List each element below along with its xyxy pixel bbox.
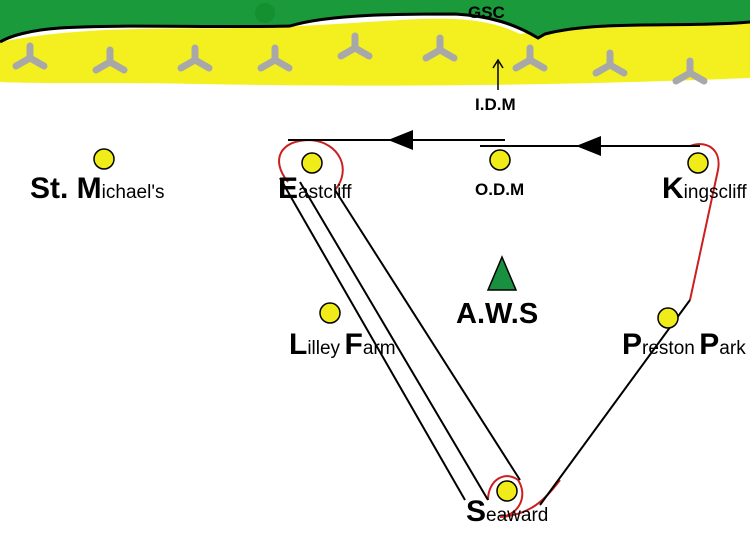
site-initial: S bbox=[466, 495, 487, 528]
route-kingscliff-seaward bbox=[539, 299, 691, 506]
site-rest: ark bbox=[719, 338, 746, 359]
site-rest: eaward bbox=[486, 505, 549, 526]
direction-arrow-icon bbox=[576, 136, 601, 156]
aws-label: A.W.S bbox=[456, 298, 539, 330]
dune-grass-icon bbox=[592, 49, 628, 77]
site-label-preston-park: Preston Park bbox=[622, 330, 746, 360]
site-initial: E bbox=[278, 172, 299, 205]
site-label-kingscliff: Kingscliff bbox=[662, 174, 747, 204]
site-rest: illey bbox=[307, 338, 341, 359]
site-label-lilley-farm: Lilley Farm bbox=[289, 330, 396, 360]
coastline bbox=[0, 12, 750, 44]
grass-strip bbox=[0, 0, 750, 42]
site-rest: reston bbox=[642, 338, 695, 359]
up-arrow-head bbox=[492, 58, 504, 69]
grass-dot bbox=[255, 3, 275, 23]
dune-grass-icon bbox=[92, 46, 128, 74]
site-rest: astcliff bbox=[298, 182, 352, 203]
dune-grass-icon bbox=[257, 44, 293, 72]
dune-grass-icon bbox=[512, 44, 548, 72]
site-marker-icon-odm bbox=[489, 149, 511, 171]
dune-grass-icon bbox=[12, 42, 48, 70]
gsc-label: GSC bbox=[468, 3, 505, 22]
dune-grass-icon bbox=[177, 44, 213, 72]
dune-grass-icon bbox=[422, 34, 458, 62]
site-initial: P bbox=[622, 328, 643, 361]
site-marker-icon-st-michaels bbox=[93, 148, 115, 170]
site-marker-icon-seaward bbox=[496, 480, 518, 502]
site-label-st-michaels: St. Michael's bbox=[30, 174, 164, 204]
route-red-seaward bbox=[487, 475, 561, 518]
sand-strip bbox=[0, 18, 750, 86]
idm-label: I.D.M bbox=[475, 95, 516, 114]
site-initial: St. M bbox=[30, 172, 102, 205]
site-marker-icon-preston-park bbox=[657, 307, 679, 329]
dune-grass-icon bbox=[672, 57, 708, 85]
direction-arrow-icon bbox=[388, 130, 413, 150]
site-initial: K bbox=[662, 172, 684, 205]
route-east-third bbox=[334, 189, 521, 481]
route-east-inner bbox=[299, 181, 489, 501]
site-initial: L bbox=[289, 328, 308, 361]
site-rest: ichael's bbox=[101, 182, 165, 203]
site-marker-icon-kingscliff bbox=[687, 152, 709, 174]
site-rest: arm bbox=[362, 338, 396, 359]
site-initial: P bbox=[699, 328, 720, 361]
aws-triangle-icon bbox=[486, 255, 518, 291]
site-label-eastcliff: Eastcliff bbox=[278, 174, 352, 204]
dune-grass-icon bbox=[337, 32, 373, 60]
route-east-outer bbox=[279, 177, 466, 501]
site-label-seaward: Seaward bbox=[466, 497, 548, 527]
site-rest: ingscliff bbox=[683, 182, 747, 203]
odm-label: O.D.M bbox=[475, 180, 525, 199]
site-marker-icon-eastcliff bbox=[301, 152, 323, 174]
site-initial: F bbox=[344, 328, 363, 361]
site-marker-icon-lilley-farm bbox=[319, 302, 341, 324]
dune-row bbox=[12, 32, 708, 85]
route-red-kingscliff bbox=[689, 143, 720, 301]
